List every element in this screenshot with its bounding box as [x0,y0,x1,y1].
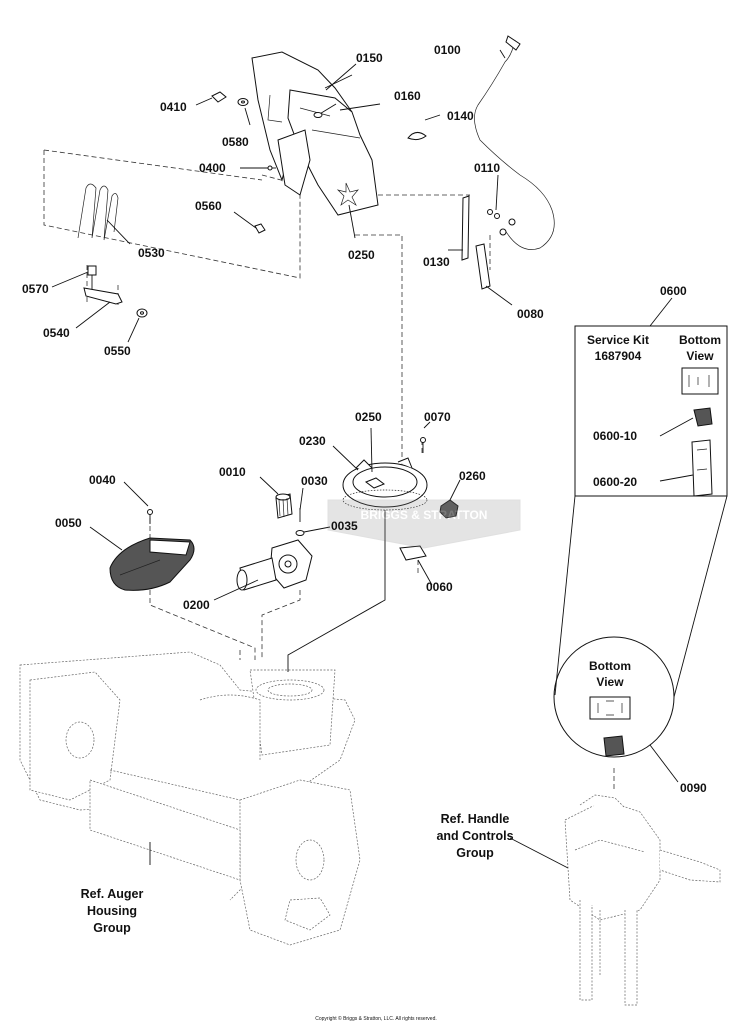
kit-bottom-view-2: View [686,349,714,363]
callout-0580: 0580 [222,135,249,149]
callout-0150: 0150 [356,51,383,65]
ref-auger-line3: Group [93,921,131,935]
ref-auger-line2: Housing [87,904,137,918]
inset-bottom-view-2: View [596,675,624,689]
service-kit-title: Service Kit [587,333,649,347]
ref-handle-line1: Ref. Handle [441,812,510,826]
hardware-mid [399,437,459,561]
cable-0100 [474,35,555,250]
callout-0250-top: 0250 [348,248,375,262]
callout-0160: 0160 [394,89,421,103]
copyright: Copyright © Briggs & Stratton, LLC. All … [315,1015,437,1022]
assembly-dashed-lines [43,149,615,790]
discharge-chute [251,51,379,216]
reference-labels: Ref. Auger Housing Group Ref. Handle and… [81,812,514,935]
callout-0410: 0410 [160,100,187,114]
auger-housing [19,651,361,946]
callout-0600-10: 0600-10 [593,429,637,443]
watermark-text: BRIGGS & STRATTON [361,508,488,522]
inset-text: Bottom View [589,659,631,689]
callout-0250-ring: 0250 [355,410,382,424]
callout-0550: 0550 [104,344,131,358]
callout-0600: 0600 [660,284,687,298]
callout-0110: 0110 [474,161,500,175]
callout-0140: 0140 [447,109,474,123]
callout-0070: 0070 [424,410,451,424]
service-kit-text: Service Kit 1687904 Bottom View [587,333,721,363]
callout-0400: 0400 [199,161,226,175]
inset-circle [553,495,728,783]
callout-0200: 0200 [183,598,210,612]
callout-0090: 0090 [680,781,707,795]
service-kit-number: 1687904 [595,349,642,363]
service-kit-box [574,297,728,497]
callout-0530: 0530 [138,246,165,260]
clip-0140 [407,132,427,141]
callout-0060: 0060 [426,580,453,594]
callout-0600-20: 0600-20 [593,475,637,489]
motor-0200 [236,539,313,591]
callout-0540: 0540 [43,326,70,340]
hardware-0110 [487,209,516,226]
logo-star-icon [336,182,359,206]
callout-0040: 0040 [89,473,116,487]
pinion-0010 [275,493,305,536]
handle-controls [564,794,721,1006]
callout-leaders [51,49,569,869]
ref-handle-line2: and Controls [436,829,513,843]
ring-gear-0230 [342,457,428,511]
rod-0080 [475,243,491,290]
callout-0260: 0260 [459,469,486,483]
spring-0530 [77,183,119,241]
callout-0035: 0035 [331,519,358,533]
callout-0560: 0560 [195,199,222,213]
callout-0050: 0050 [55,516,82,530]
callout-0030: 0030 [301,474,328,488]
bracket-0540 [83,265,148,318]
callout-labels: 0100 0150 0410 0160 0580 0140 0400 0110 … [22,43,707,795]
callout-0130: 0130 [423,255,450,269]
callout-0230: 0230 [299,434,326,448]
inset-bottom-view-1: Bottom [589,659,631,673]
kit-bottom-view-1: Bottom [679,333,721,347]
ref-auger-line1: Ref. Auger [81,887,144,901]
cover-0050 [109,509,195,591]
callout-0100: 0100 [434,43,461,57]
callout-0570: 0570 [22,282,49,296]
ref-handle-line3: Group [456,846,494,860]
callout-0080: 0080 [517,307,544,321]
rod-0130 [461,195,470,261]
callout-0010: 0010 [219,465,246,479]
watermark: BRIGGS & STRATTON [327,499,521,549]
